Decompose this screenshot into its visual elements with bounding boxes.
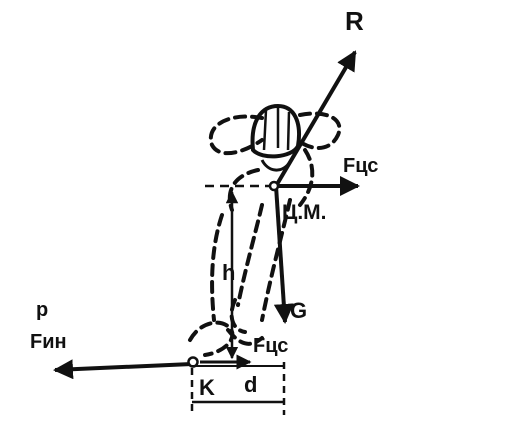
label-F-cs-bottom: Fцс [253, 335, 288, 357]
rider-right-arm-outline [298, 111, 342, 150]
label-R: R [345, 6, 364, 36]
label-G: G [290, 298, 307, 323]
arrow-F-in [53, 359, 193, 380]
label-F-in: Fин [30, 331, 67, 353]
label-center-of-mass: Ц.М. [282, 201, 327, 224]
arrow-R [274, 50, 357, 188]
label-K: K [199, 375, 215, 400]
dimension-d [190, 362, 286, 415]
rider-torso-right [298, 148, 315, 207]
rider-foot-outline [188, 320, 235, 357]
label-h: h [222, 260, 235, 285]
rider-leg-inner [236, 203, 264, 307]
arrow-G [273, 185, 294, 324]
label-d: d [244, 372, 257, 397]
rider-leg-left [210, 213, 224, 322]
rider-arms-outline [208, 114, 264, 156]
rider-torso-left [227, 168, 260, 212]
label-F-in-superscript: р [36, 299, 48, 321]
label-F-cs-top: Fцс [343, 155, 378, 177]
center-of-mass-dot [268, 180, 280, 192]
rider-leg-right [260, 198, 292, 322]
